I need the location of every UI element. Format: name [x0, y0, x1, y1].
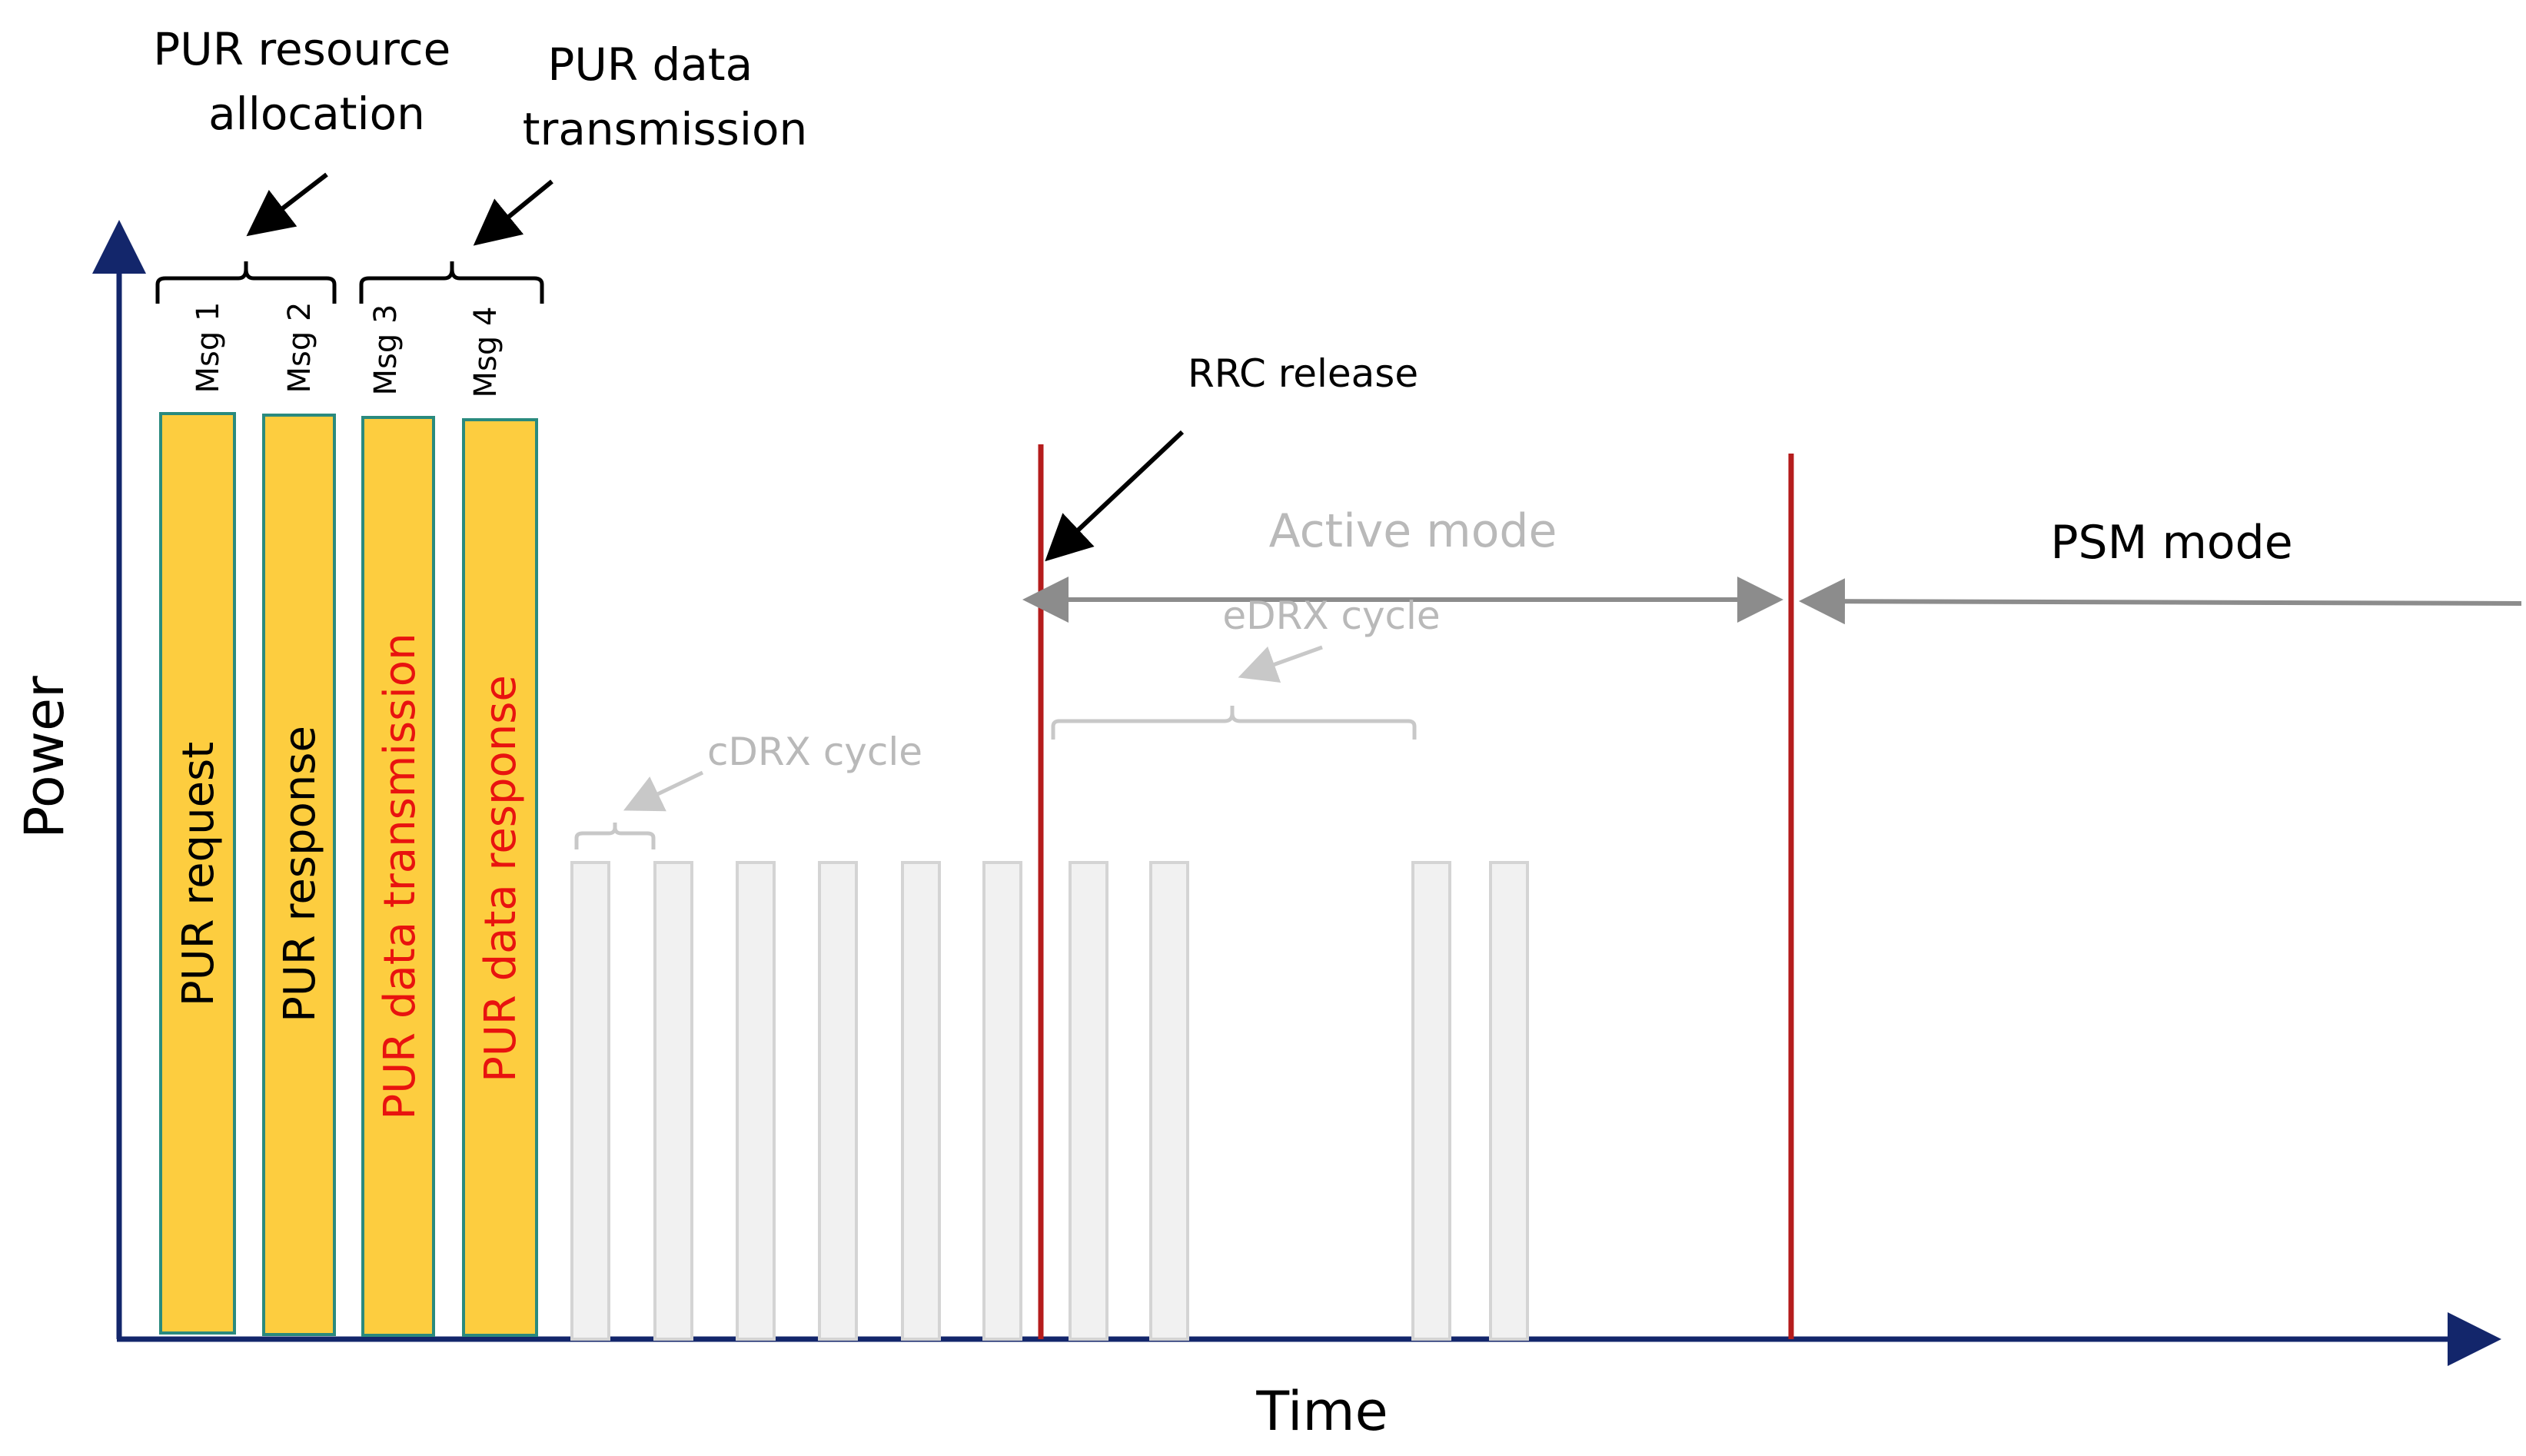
x-axis-label: Time — [1255, 1380, 1388, 1443]
active-mode-label: Active mode — [1269, 504, 1557, 558]
psm-mode-span-arrow — [1799, 578, 2522, 625]
msg1-tag: Msg 1 — [191, 302, 226, 394]
cdrx-cycle-brace — [574, 823, 656, 849]
resource-allocation-brace — [155, 261, 337, 304]
y-axis-label: Power — [13, 676, 76, 839]
cdrx-pulse — [818, 861, 858, 1341]
msg3-bar — [361, 416, 435, 1337]
edrx-pulse — [1411, 861, 1451, 1341]
edrx-cycle-brace — [1051, 706, 1417, 740]
msg4-bar-label: PUR data response — [476, 675, 526, 1082]
data-transmission-brace — [359, 261, 544, 304]
msg4-tag: Msg 4 — [468, 307, 504, 398]
cdrx-cycle-label: cDRX cycle — [707, 730, 922, 774]
cdrx-pulse — [736, 861, 776, 1341]
edrx-cycle-label: eDRX cycle — [1222, 593, 1440, 638]
cdrx-pulse — [570, 861, 610, 1341]
edrx-cycle-arrow — [1238, 645, 1323, 683]
data-transmission-title: PUR data transmission — [523, 38, 808, 155]
msg2-bar — [262, 414, 336, 1336]
psm-mode-label: PSM mode — [2050, 516, 2292, 570]
cdrx-pulse — [653, 861, 693, 1341]
rrc-release-arrow — [1045, 430, 1185, 562]
data-transmission-title-line2: transmission — [523, 103, 808, 155]
data-transmission-title-line1: PUR data — [547, 38, 753, 91]
cdrx-pulse — [1149, 861, 1189, 1341]
drx-pulses — [570, 861, 1529, 1341]
msg2-tag: Msg 2 — [282, 302, 317, 394]
resource-allocation-arrow — [246, 172, 328, 237]
cdrx-pulse — [901, 861, 941, 1341]
cdrx-cycle-arrow — [623, 770, 704, 812]
data-transmission-arrow — [473, 179, 553, 246]
msg4-bar — [462, 418, 538, 1337]
message-bars: PUR request PUR response PUR data transm… — [159, 412, 538, 1337]
msg3-bar-label: PUR data transmission — [375, 633, 425, 1119]
message-tags: Msg 1 Msg 2 Msg 3 Msg 4 — [191, 302, 504, 398]
rrc-release-label: RRC release — [1188, 351, 1418, 396]
edrx-pulse — [1489, 861, 1529, 1341]
cdrx-pulse — [1069, 861, 1108, 1341]
resource-allocation-title-line2: allocation — [208, 88, 425, 140]
resource-allocation-title: PUR resource allocation — [153, 23, 464, 140]
resource-allocation-title-line1: PUR resource — [153, 23, 450, 75]
msg1-bar — [159, 412, 236, 1335]
msg3-tag: Msg 3 — [368, 304, 404, 396]
msg1-bar-label: PUR request — [174, 742, 224, 1006]
msg2-bar-label: PUR response — [275, 726, 325, 1022]
cdrx-pulse — [982, 861, 1022, 1341]
